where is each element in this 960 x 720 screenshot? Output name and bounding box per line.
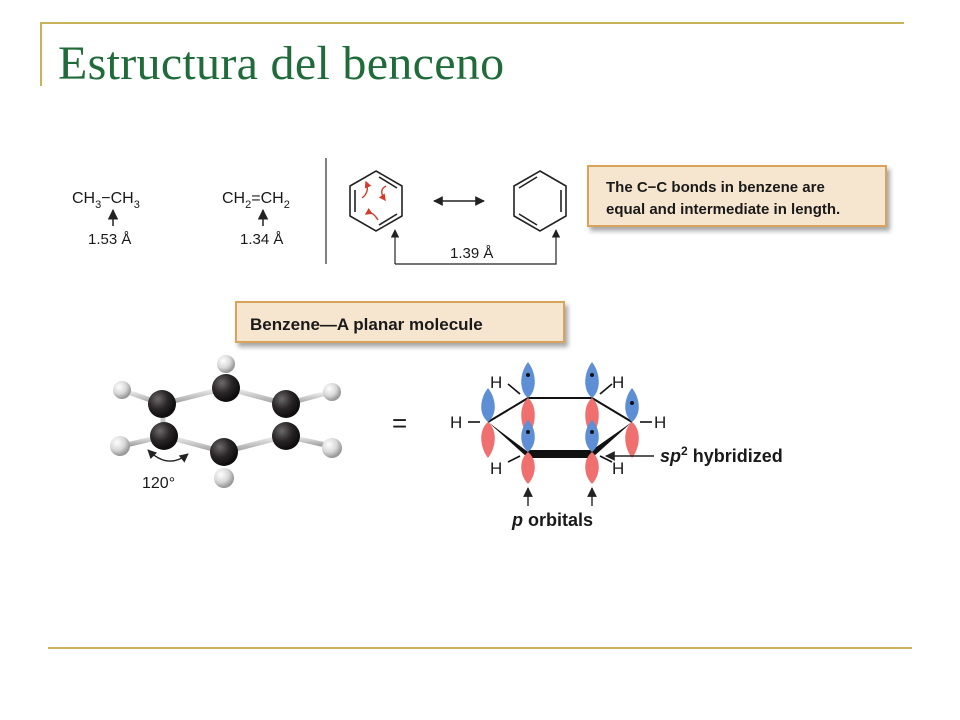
benzene-kekule-left (349, 170, 403, 232)
orbital-c5 (521, 420, 535, 484)
h-bottom-right: H (612, 459, 624, 478)
orbital-c3 (481, 388, 495, 458)
frame-top-rule (40, 22, 904, 24)
slide-title: Estructura del benceno (58, 37, 505, 90)
p-orbitals-label: p orbitals (511, 510, 593, 530)
svg-text:CH2=CH2: CH2=CH2 (222, 190, 290, 211)
orbital-c6 (585, 420, 599, 484)
equal-bonds-callout (587, 165, 887, 227)
planar-label: Benzene—A planar molecule (250, 315, 483, 334)
h-bottom-left: H (490, 459, 502, 478)
equals-sign: = (392, 408, 407, 438)
h-left: H (450, 413, 462, 432)
planar-callout (235, 301, 565, 343)
h-top-right: H (612, 373, 624, 392)
orbital-diagram (468, 362, 652, 484)
ethane-length: 1.53 Å (88, 231, 131, 248)
benzene-length: 1.39 Å (450, 245, 493, 262)
equal-bonds-line1: The C−C bonds in benzene are (606, 179, 825, 196)
frame-left-rule (40, 22, 42, 86)
benzene-length-bracket (390, 229, 561, 265)
h-top-left: H (490, 373, 502, 392)
ethane-formula: CH3−CH3 (72, 190, 140, 211)
orbital-c4 (625, 388, 639, 458)
benzene-kekule-right (513, 170, 567, 232)
resonance-arrows (361, 180, 387, 221)
ethene-formula: CH2=CH2 (222, 190, 290, 211)
angle-label: 120° (142, 475, 175, 492)
angle-arc (147, 449, 189, 463)
sp2-label: sp2 hybridized (660, 444, 783, 466)
ball-and-stick-model (110, 355, 342, 488)
svg-text:CH3−CH3: CH3−CH3 (72, 190, 140, 211)
frame-bottom-rule (48, 647, 912, 649)
equal-bonds-line2: equal and intermediate in length. (606, 201, 840, 218)
h-right: H (654, 413, 666, 432)
ethene-length: 1.34 Å (240, 231, 283, 248)
